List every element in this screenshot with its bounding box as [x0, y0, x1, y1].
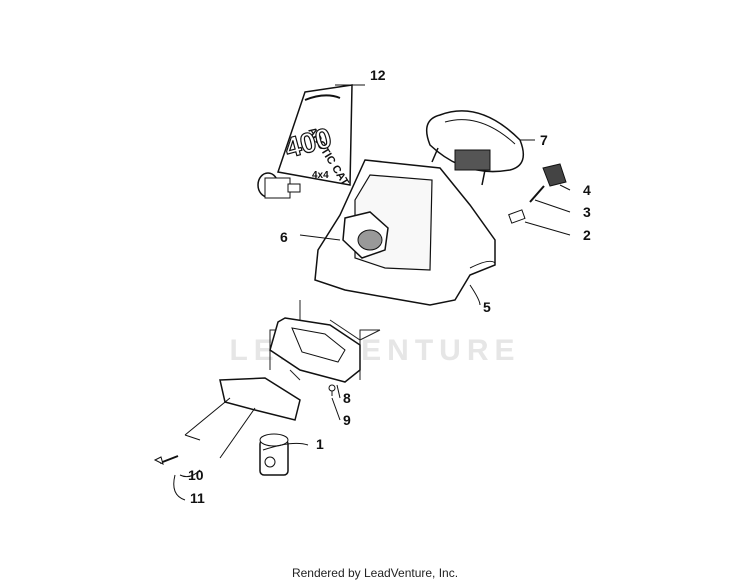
callout-7: 7 [540, 132, 548, 148]
decal-part[interactable]: ARCTIC CAT 400 4x4 [277, 84, 353, 188]
plug-part[interactable] [257, 172, 301, 199]
callout-4: 4 [583, 182, 591, 198]
callout-9: 9 [343, 412, 351, 428]
callout-3: 3 [583, 204, 591, 220]
bracket-part[interactable] [184, 377, 301, 459]
leader-lines [173, 84, 571, 501]
callout-11: 11 [190, 490, 205, 506]
callout-8: 8 [343, 390, 351, 406]
connector-part[interactable] [259, 433, 289, 476]
callout-6: 6 [280, 229, 288, 245]
gauge-part[interactable] [425, 110, 525, 186]
bezel-part[interactable] [269, 317, 361, 383]
switch-part[interactable] [508, 163, 567, 224]
footer-credit: Rendered by LeadVenture, Inc. [291, 566, 459, 580]
callout-5: 5 [483, 299, 491, 315]
callout-10: 10 [188, 467, 204, 483]
small-screw-part[interactable] [328, 384, 336, 396]
screw-part[interactable] [153, 455, 179, 465]
callout-2: 2 [583, 227, 591, 243]
callout-12: 12 [370, 67, 386, 83]
callout-labels: 1 2 3 4 5 6 7 8 9 10 11 12 [188, 67, 591, 506]
nut-part[interactable] [342, 211, 389, 259]
callout-1: 1 [316, 436, 324, 452]
decal-suffix-text: 4x4 [312, 170, 329, 181]
